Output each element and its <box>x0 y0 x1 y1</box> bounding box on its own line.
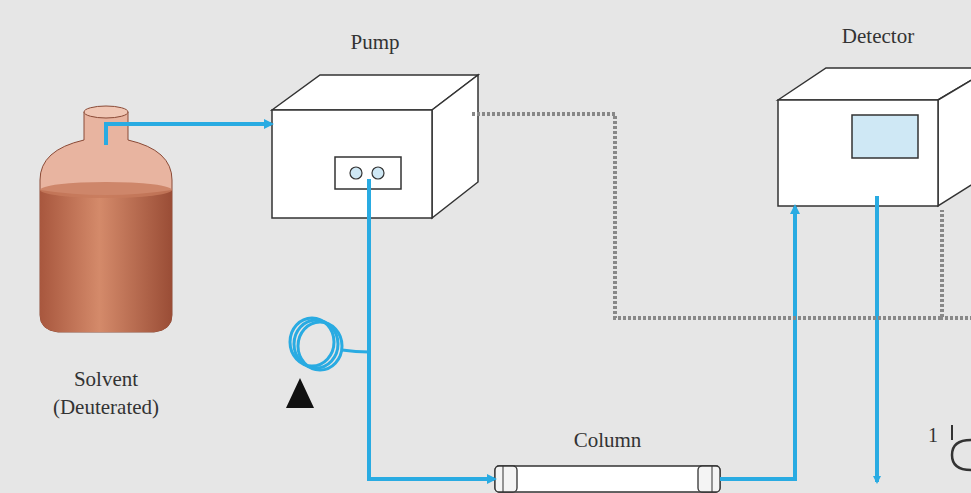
flow-line <box>106 124 271 145</box>
node-label: Pump <box>272 28 478 56</box>
injector-loop <box>290 318 369 370</box>
injector-valve <box>286 378 314 408</box>
node-label: Column <box>495 426 720 454</box>
signal-cable <box>940 316 971 320</box>
pump-box <box>272 75 478 218</box>
outflow-line <box>875 206 879 482</box>
detector-node: Detector <box>778 100 938 206</box>
node-label: Solvent (Deuterated) <box>36 365 176 422</box>
solvent-bottle-node: Solvent (Deuterated) <box>38 145 174 333</box>
node-label: Detector <box>778 22 971 50</box>
flow-line <box>720 207 795 479</box>
callout-number: 1 <box>928 424 938 447</box>
computer-symbol-line <box>951 425 953 440</box>
pump-node: Pump <box>272 110 432 218</box>
column-node: Column <box>495 466 720 492</box>
detector-box <box>778 68 971 206</box>
signal-cable <box>472 114 942 318</box>
computer-symbol <box>952 440 971 470</box>
column-tube <box>495 466 720 492</box>
flow-line <box>369 218 494 479</box>
